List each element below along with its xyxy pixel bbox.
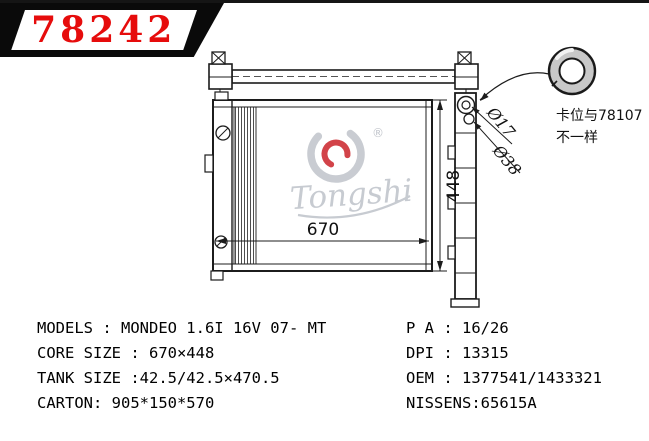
spec-dpi: DPI : 13315 (406, 344, 509, 362)
radiator-side-view (447, 92, 480, 308)
spec-right-column: P A : 16/26 DPI : 13315 OEM : 1377541/14… (406, 316, 602, 416)
spec-table: MODELS : MONDEO 1.6I 16V 07- MT CORE SIZ… (37, 316, 643, 416)
logo-swirl-outer (307, 125, 365, 183)
brand-watermark: ® Tongshi (289, 125, 414, 219)
dimension-height: 448 (433, 99, 464, 272)
width-dimension-label: 670 (307, 220, 339, 240)
spec-oem: OEM : 1377541/1433321 (406, 369, 602, 387)
filler-neck (214, 91, 229, 101)
dimension-width: 670 (216, 220, 429, 244)
spec-models: MODELS : MONDEO 1.6I 16V 07- MT (37, 319, 327, 337)
spec-tank-size: TANK SIZE :42.5/42.5×470.5 (37, 369, 280, 387)
brand-name-watermark: Tongshi (289, 173, 414, 217)
diameter-38-label: Ø38 (488, 141, 525, 180)
note-line-1: 卡位与78107 (556, 108, 643, 124)
spec-nissens: NISSENS:65615A (406, 394, 537, 412)
core-fins-hatch (233, 106, 257, 265)
logo-swirl-inner (321, 139, 351, 169)
part-number-badge: 78242 (0, 3, 224, 57)
spec-carton: CARTON: 905*150*570 (37, 394, 215, 412)
difference-note: 卡位与78107 不一样 (556, 108, 643, 146)
note-line-2: 不一样 (556, 130, 598, 146)
diameter-callouts: Ø17 Ø38 (471, 103, 525, 180)
spec-left-column: MODELS : MONDEO 1.6I 16V 07- MT CORE SIZ… (37, 316, 406, 416)
drain-plug (210, 270, 224, 281)
radiator-technical-drawing: 448 670 Ø17 Ø38 卡位与78 (204, 46, 643, 308)
height-dimension-label: 448 (444, 170, 464, 202)
inlet-fitting-small (463, 113, 475, 125)
registered-trademark: ® (372, 126, 384, 140)
spec-core-size: CORE SIZE : 670×448 (37, 344, 215, 362)
side-view-foot (450, 298, 480, 308)
grommet-detail-view (479, 46, 597, 101)
mounting-crossbar (208, 51, 479, 100)
grommet-inner-hole (558, 57, 586, 85)
side-bracket (204, 154, 214, 173)
spec-pa: P A : 16/26 (406, 319, 509, 337)
radiator-front-view (204, 91, 433, 281)
inlet-fitting-large (456, 95, 476, 115)
brand-underline-flourish (297, 195, 411, 219)
